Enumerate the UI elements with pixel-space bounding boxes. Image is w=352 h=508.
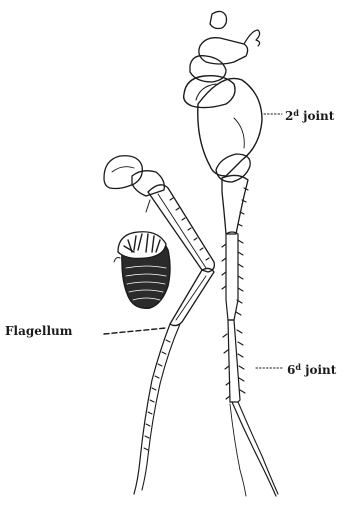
label-2d-joint: 2d joint xyxy=(285,109,334,122)
ring-inner xyxy=(196,84,216,100)
second-antenna-head xyxy=(104,156,142,189)
flagellum-left xyxy=(134,324,170,494)
label-flagellum: Flagellum xyxy=(5,325,72,337)
second-antenna-head-detail xyxy=(112,167,134,172)
second-antenna-spur xyxy=(146,200,150,212)
label-6d-word: joint xyxy=(305,363,336,377)
joint-2-detail xyxy=(234,118,244,148)
leader-flagellum xyxy=(104,328,166,334)
flagellum-main xyxy=(232,402,276,496)
coiled-structure xyxy=(114,232,170,309)
setae-flagellum-left xyxy=(144,340,170,450)
label-2d-sup: d xyxy=(293,108,299,118)
joint-6 xyxy=(228,320,240,402)
flagellum-main-3 xyxy=(230,404,246,496)
second-antenna xyxy=(104,156,214,494)
second-antenna-joint-3-inner xyxy=(176,276,206,320)
joint-4 xyxy=(222,175,248,234)
joint-1-hook xyxy=(244,30,260,46)
joint-5 xyxy=(226,232,238,320)
flagellum-main-2 xyxy=(238,402,278,494)
coiled-stalk xyxy=(114,258,120,263)
main-antenna xyxy=(184,11,278,496)
joint-1 xyxy=(199,38,248,64)
label-6d-sup: d xyxy=(295,362,301,372)
setae-left-upper xyxy=(170,198,209,260)
label-2d-word: joint xyxy=(303,109,334,123)
joint-2 xyxy=(198,78,262,176)
label-6d-joint: 6d joint xyxy=(287,363,336,376)
antenna-tip-knob xyxy=(210,11,227,28)
